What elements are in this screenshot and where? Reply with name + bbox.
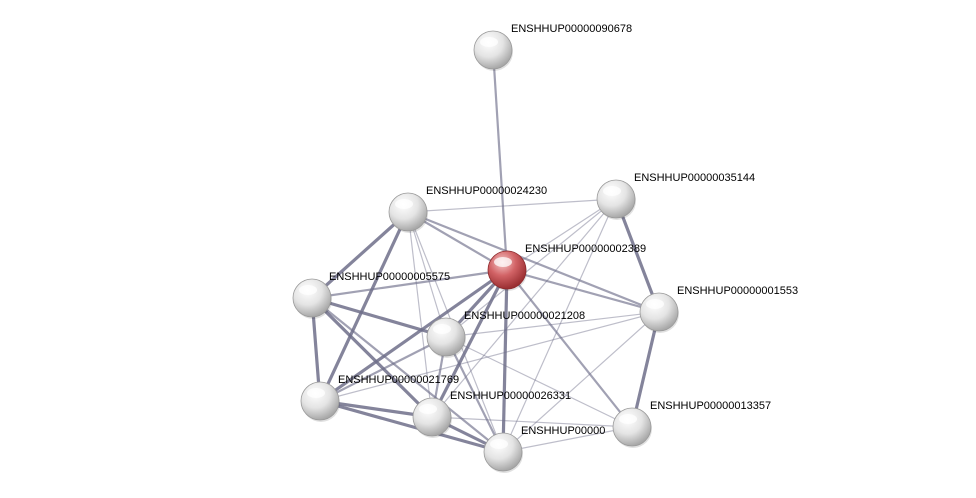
edge-ENSHHUP00000013357-ENSHHUP00000026331 <box>431 416 633 428</box>
node-sphere[interactable] <box>596 179 636 219</box>
edge-ENSHHUP00000001553-ENSHHUP00000XXXXX <box>502 311 660 453</box>
node-ENSHHUP00000090678[interactable] <box>473 30 513 71</box>
node-sphere[interactable] <box>388 192 428 232</box>
node-label-ENSHHUP00000013357: ENSHHUP00000013357 <box>650 400 771 412</box>
node-ENSHHUP00000001553[interactable] <box>639 292 679 333</box>
node-ENSHHUP00000013357[interactable] <box>612 407 652 448</box>
node-label-ENSHHUP00000XXXXX: ENSHHUP00000 <box>521 425 605 437</box>
node-ENSHHUP00000024230[interactable] <box>388 192 428 233</box>
node-highlight <box>480 37 498 47</box>
node-label-ENSHHUP00000026331: ENSHHUP00000026331 <box>450 390 571 402</box>
node-ENSHHUP00000021769[interactable] <box>300 381 340 422</box>
node-ENSHHUP00000021208[interactable] <box>426 317 466 358</box>
node-sphere[interactable] <box>473 30 513 70</box>
node-ENSHHUP00000002389[interactable] <box>487 250 527 291</box>
edge-ENSHHUP00000035144-ENSHHUP00000021208 <box>445 198 617 338</box>
node-highlight <box>603 186 621 196</box>
edge-ENSHHUP00000001553-ENSHHUP00000021769 <box>319 311 660 402</box>
node-highlight <box>646 299 664 309</box>
node-label-ENSHHUP00000021769: ENSHHUP00000021769 <box>338 374 459 386</box>
edge-ENSHHUP00000001553-ENSHHUP00000021208 <box>445 311 660 338</box>
edge-ENSHHUP00000013357-ENSHHUP00000XXXXX <box>502 426 633 453</box>
node-highlight <box>419 404 437 414</box>
edge-ENSHHUP00000024230-ENSHHUP00000035144 <box>407 198 617 213</box>
edge-ENSHHUP00000024230-ENSHHUP00000005575 <box>310 210 410 300</box>
edge-ENSHHUP00000024230-ENSHHUP00000021769 <box>318 210 410 403</box>
edge-ENSHHUP00000005575-ENSHHUP00000026331 <box>310 296 434 419</box>
node-label-ENSHHUP00000035144: ENSHHUP00000035144 <box>634 172 755 184</box>
edge-ENSHHUP00000021208-ENSHHUP00000013357 <box>445 336 633 428</box>
edge-ENSHHUP00000002389-ENSHHUP00000001553 <box>505 268 661 314</box>
edge-ENSHHUP00000002389-ENSHHUP00000005575 <box>310 268 509 300</box>
edge-ENSHHUP00000005575-ENSHHUP00000021208 <box>310 296 448 339</box>
edge-ENSHHUP00000021208-ENSHHUP00000021769 <box>318 335 448 403</box>
query-node-sphere[interactable] <box>487 250 527 290</box>
edge-ENSHHUP00000002389-ENSHHUP00000026331 <box>430 268 509 419</box>
node-ENSHHUP00000005575[interactable] <box>292 278 332 319</box>
node-highlight <box>299 285 317 295</box>
node-sphere[interactable] <box>412 397 452 437</box>
edge-ENSHHUP00000035144-ENSHHUP00000002389 <box>506 198 617 271</box>
node-label-ENSHHUP00000024230: ENSHHUP00000024230 <box>426 185 547 197</box>
node-highlight <box>433 324 451 334</box>
node-highlight <box>494 257 512 267</box>
edge-ENSHHUP00000005575-ENSHHUP00000XXXXX <box>310 296 505 454</box>
node-sphere[interactable] <box>483 432 523 472</box>
edge-ENSHHUP00000035144-ENSHHUP00000001553 <box>614 197 661 314</box>
node-label-ENSHHUP00000002389: ENSHHUP00000002389 <box>525 243 646 255</box>
edge-ENSHHUP00000090678-ENSHHUP00000002389 <box>491 48 509 272</box>
node-label-ENSHHUP00000021208: ENSHHUP00000021208 <box>464 310 585 322</box>
node-highlight <box>619 414 637 424</box>
edge-ENSHHUP00000002389-ENSHHUP00000XXXXX <box>501 268 509 454</box>
node-highlight <box>307 388 325 398</box>
edge-ENSHHUP00000035144-ENSHHUP00000026331 <box>431 198 617 418</box>
edge-ENSHHUP00000002389-ENSHHUP00000013357 <box>505 268 634 429</box>
node-ENSHHUP00000026331[interactable] <box>412 397 452 438</box>
labels-layer: ENSHHUP00000090678ENSHHUP00000024230ENSH… <box>329 23 798 437</box>
edge-ENSHHUP00000021208-ENSHHUP00000XXXXX <box>444 335 505 454</box>
node-highlight <box>395 199 413 209</box>
node-ENSHHUP00000XXXXX[interactable] <box>483 432 523 473</box>
edge-ENSHHUP00000024230-ENSHHUP00000026331 <box>407 211 433 418</box>
node-sphere[interactable] <box>612 407 652 447</box>
edge-ENSHHUP00000001553-ENSHHUP00000013357 <box>630 310 661 429</box>
node-label-ENSHHUP00000001553: ENSHHUP00000001553 <box>677 285 798 297</box>
edge-ENSHHUP00000024230-ENSHHUP00000001553 <box>406 210 661 314</box>
node-label-ENSHHUP00000005575: ENSHHUP00000005575 <box>329 271 450 283</box>
node-sphere[interactable] <box>292 278 332 318</box>
node-sphere[interactable] <box>426 317 466 357</box>
nodes-layer <box>292 30 679 473</box>
edge-ENSHHUP00000002389-ENSHHUP00000021769 <box>318 268 509 403</box>
node-highlight <box>490 439 508 449</box>
edge-ENSHHUP00000021769-ENSHHUP00000XXXXX <box>318 399 505 454</box>
node-ENSHHUP00000035144[interactable] <box>596 179 636 220</box>
edge-ENSHHUP00000035144-ENSHHUP00000XXXXX <box>502 198 617 453</box>
node-sphere[interactable] <box>300 381 340 421</box>
node-label-ENSHHUP00000090678: ENSHHUP00000090678 <box>511 23 632 35</box>
node-sphere[interactable] <box>639 292 679 332</box>
